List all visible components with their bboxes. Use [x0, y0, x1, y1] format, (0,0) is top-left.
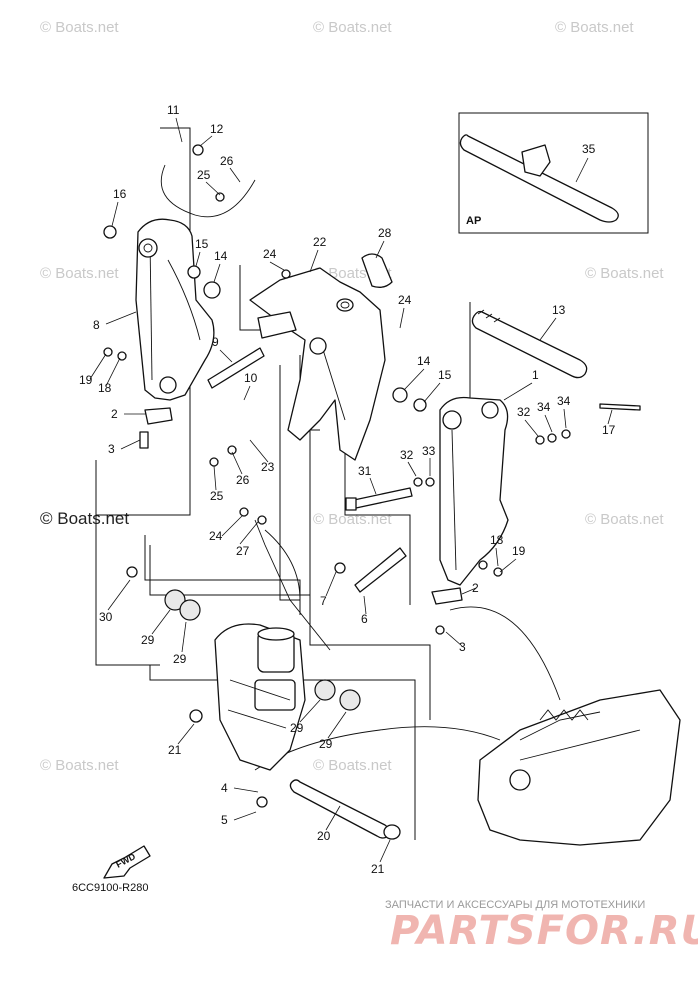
callout-label: 18: [98, 381, 112, 395]
callout-label: 32: [400, 448, 414, 462]
callout-label: 21: [168, 743, 182, 757]
callout-label: 21: [371, 862, 385, 876]
diagram-code: 6CC9100-R280: [72, 882, 148, 894]
hardware: [103, 144, 641, 808]
callout-label: 19: [512, 544, 526, 558]
callout-label: 35: [582, 142, 596, 156]
callout-label: 33: [422, 444, 436, 458]
inset-box-ap: AP: [458, 112, 649, 234]
footer-brand: PARTSFOR.RU: [390, 908, 698, 954]
callout-label: 24: [209, 529, 223, 543]
callout-label: 22: [313, 235, 327, 249]
watermark: © Boats.net: [313, 511, 392, 528]
callout-label: 29: [290, 721, 304, 735]
left-clamp-bracket: [135, 218, 215, 401]
swivel-bracket: [249, 267, 386, 461]
leader-lines: [89, 117, 613, 863]
callout-label: 34: [537, 400, 551, 414]
callout-label: 15: [438, 368, 452, 382]
callout-label: 30: [99, 610, 113, 624]
callout-label: 5: [221, 813, 228, 827]
callout-label: 16: [113, 187, 127, 201]
callout-label: 8: [93, 318, 100, 332]
callout-label: 10: [244, 371, 258, 385]
watermark: © Boats.net: [40, 757, 119, 774]
callout-label: 19: [79, 373, 93, 387]
watermark: © Boats.net: [313, 19, 392, 36]
callout-label: 3: [459, 640, 466, 654]
callout-label: 25: [210, 489, 224, 503]
watermark: © Boats.net: [585, 511, 664, 528]
inset-label: AP: [466, 215, 481, 227]
callout-label: 14: [214, 249, 228, 263]
callout-label: 27: [236, 544, 250, 558]
callout-label: 24: [263, 247, 277, 261]
callout-label: 29: [319, 737, 333, 751]
callout-label: 26: [220, 154, 234, 168]
callout-label: 2: [111, 407, 118, 421]
callout-label: 23: [261, 460, 275, 474]
bolt-31: [345, 487, 413, 511]
callout-label: 26: [236, 473, 250, 487]
callout-label: 34: [557, 394, 571, 408]
callout-label: 29: [173, 652, 187, 666]
callout-label: 4: [221, 781, 228, 795]
watermark: © Boats.net: [40, 265, 119, 282]
callout-label: 3: [108, 442, 115, 456]
watermark: © Boats.net: [585, 265, 664, 282]
watermark: © Boats.net: [40, 19, 119, 36]
callout-label: 15: [195, 237, 209, 251]
bushings: [164, 589, 401, 840]
callout-label: 25: [197, 168, 211, 182]
footer-tagline: ЗАПЧАСТИ И АКСЕССУАРЫ ДЛЯ МОТОТЕХНИКИ: [385, 899, 645, 911]
tilt-trim-unit: [214, 623, 306, 771]
watermark-main: © Boats.net: [40, 509, 129, 528]
callout-label: 29: [141, 633, 155, 647]
callout-label: 7: [320, 594, 327, 608]
callout-label: 13: [552, 303, 566, 317]
callout-label: 6: [361, 612, 368, 626]
callout-label: 31: [358, 464, 372, 478]
watermark: © Boats.net: [313, 757, 392, 774]
callout-label: 18: [490, 533, 504, 547]
callout-label: 24: [398, 293, 412, 307]
tilt-tube: [471, 309, 588, 379]
callout-label: 9: [212, 335, 219, 349]
callout-label: 11: [167, 103, 180, 117]
callout-label: 1: [532, 368, 539, 382]
callout-label: 20: [317, 829, 331, 843]
fwd-arrow-icon: FWD: [103, 845, 151, 879]
lower-unit: [477, 689, 681, 846]
watermark: © Boats.net: [555, 19, 634, 36]
callouts: 11 12 26 25 16 15 14 24 22 28 8 9 19 18 …: [79, 103, 616, 876]
callout-label: 17: [602, 423, 616, 437]
callout-label: 28: [378, 226, 392, 240]
callout-label: 32: [517, 405, 531, 419]
callout-label: 12: [210, 122, 224, 136]
right-clamp-bracket: [439, 396, 509, 586]
callout-label: 14: [417, 354, 431, 368]
